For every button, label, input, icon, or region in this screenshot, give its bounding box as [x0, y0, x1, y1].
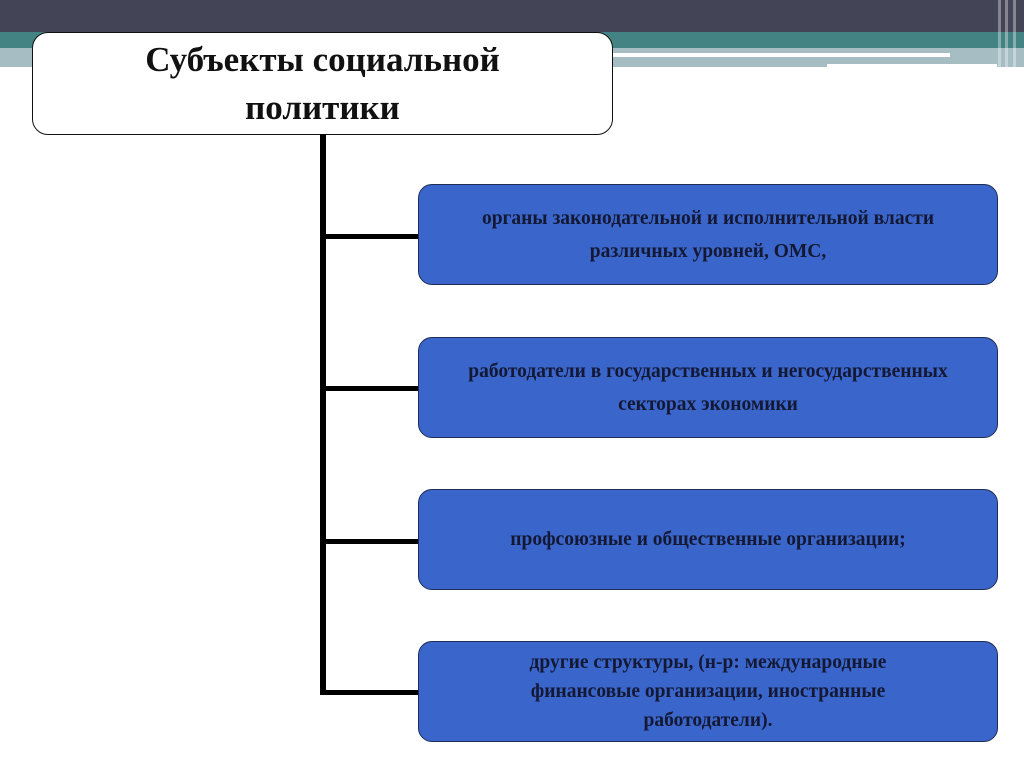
- connector-trunk: [320, 134, 326, 695]
- connector-branch: [320, 690, 420, 695]
- node-label: органы законодательной и исполнительной …: [481, 207, 935, 262]
- connector-branch: [320, 539, 420, 544]
- root-title: Субъекты социальной политики: [145, 39, 500, 127]
- child-node-unions: профсоюзные и общественные организации;: [418, 489, 998, 590]
- connector-branch: [320, 234, 420, 239]
- child-node-other: другие структуры, (н-р: международные фи…: [418, 641, 998, 742]
- child-node-authorities: органы законодательной и исполнительной …: [418, 184, 998, 285]
- node-label: работодатели в государственных и негосуд…: [468, 360, 948, 415]
- decor-line: [610, 53, 950, 57]
- child-node-employers: работодатели в государственных и негосуд…: [418, 337, 998, 438]
- decor-stripe: [1005, 0, 1008, 67]
- node-label: другие структуры, (н-р: международные фи…: [529, 652, 887, 731]
- decor-line: [827, 64, 997, 68]
- header-band: [0, 0, 1024, 32]
- node-label: профсоюзные и общественные организации;: [510, 529, 906, 550]
- decor-stripe: [998, 0, 1001, 67]
- root-node: Субъекты социальной политики: [32, 32, 613, 135]
- decor-stripe: [1013, 0, 1016, 67]
- connector-branch: [320, 386, 420, 391]
